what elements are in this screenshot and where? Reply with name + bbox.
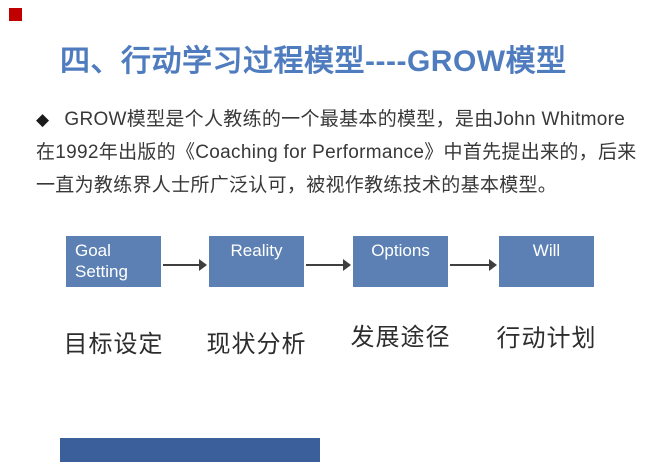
flow-caption-reality: 现状分析 (206, 331, 307, 358)
arrow-right-icon (306, 259, 351, 271)
flow-box-reality: Reality (209, 236, 304, 287)
flow-box-goal: Goal Setting (66, 236, 161, 287)
paragraph-line: 在1992年出版的《Coaching for Performance》中首先提出… (36, 142, 637, 163)
bottom-accent-bar (60, 438, 320, 462)
body-paragraph: ◆ GROW模型是个人教练的一个最基本的模型，是由John Whitmore 在… (36, 103, 637, 202)
arrow-shaft (163, 264, 201, 266)
arrow-head (343, 259, 351, 271)
arrow-shaft (306, 264, 345, 266)
slide-title: 四、行动学习过程模型----GROW模型 (60, 45, 567, 78)
flow-caption-will: 行动计划 (496, 325, 597, 352)
arrow-right-icon (450, 259, 497, 271)
red-square-marker (9, 8, 22, 21)
paragraph-line: ◆ GROW模型是个人教练的一个最基本的模型，是由John Whitmore (36, 103, 637, 136)
flow-box-will: Will (499, 236, 594, 287)
flow-caption-goal: 目标设定 (63, 331, 164, 358)
paragraph-line: 一直为教练界人士所广泛认可，被视作教练技术的基本模型。 (36, 175, 558, 196)
arrow-head (199, 259, 207, 271)
paragraph-line-text: GROW模型是个人教练的一个最基本的模型，是由John Whitmore (64, 109, 626, 130)
flow-caption-options: 发展途径 (350, 324, 451, 351)
flow-box-options: Options (353, 236, 448, 287)
arrow-shaft (450, 264, 491, 266)
diamond-bullet-icon: ◆ (36, 110, 50, 129)
arrow-head (489, 259, 497, 271)
arrow-right-icon (163, 259, 207, 271)
